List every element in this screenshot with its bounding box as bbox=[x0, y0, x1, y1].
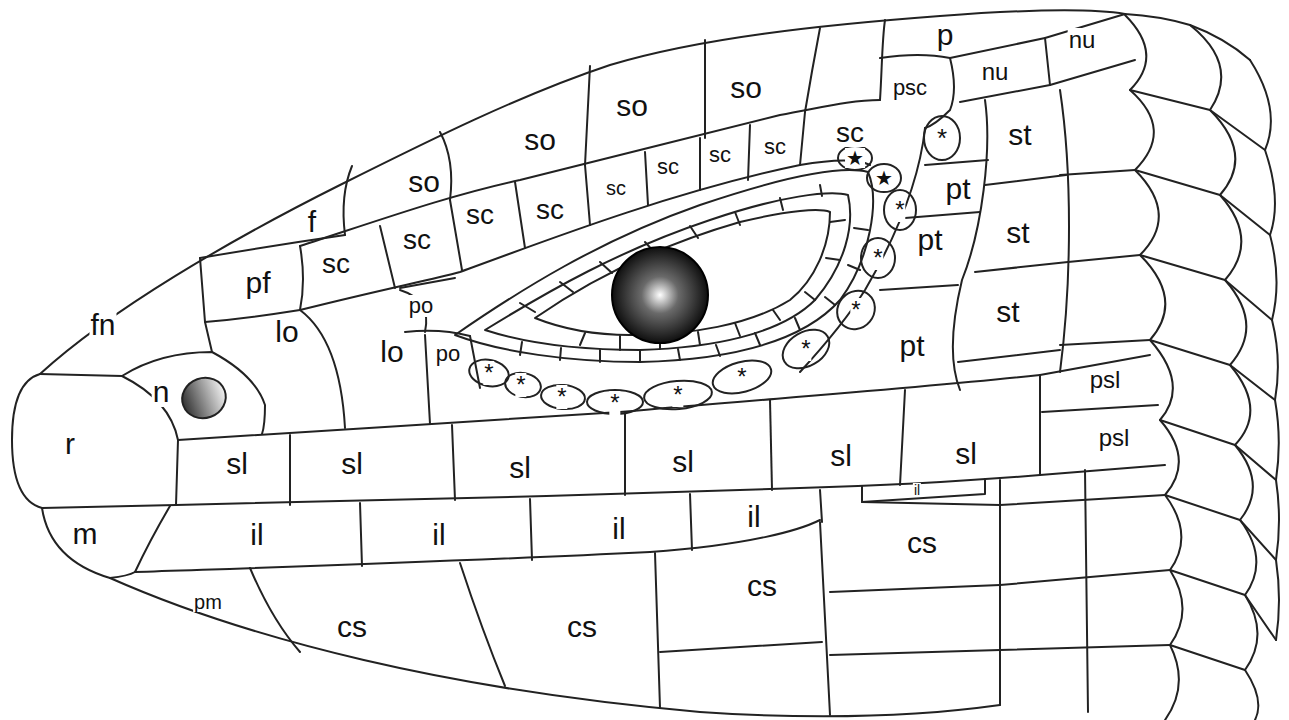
scale-label: sc bbox=[535, 196, 565, 224]
scale-label: so bbox=[407, 167, 441, 197]
scale-label: st bbox=[1005, 218, 1030, 248]
scale-label: cs bbox=[336, 612, 368, 642]
scale-label: il bbox=[913, 483, 921, 497]
scale-label: so bbox=[523, 125, 557, 155]
scale-label: il bbox=[249, 520, 264, 550]
scale-label: so bbox=[729, 73, 763, 103]
scale-label: * bbox=[872, 246, 883, 270]
scale-label: * bbox=[609, 391, 620, 415]
scale-label: sl bbox=[671, 447, 695, 477]
scale-label: fn bbox=[89, 310, 116, 340]
scale-label: * bbox=[936, 125, 948, 151]
scale-label: pt bbox=[898, 331, 925, 361]
scale-label: il bbox=[431, 520, 446, 550]
scale-label: * bbox=[556, 385, 567, 409]
scale-label: cs bbox=[746, 571, 778, 601]
scale-label: sl bbox=[508, 453, 532, 483]
scale-label: * bbox=[850, 298, 861, 322]
scale-label: psl bbox=[1089, 368, 1122, 392]
scale-label: lo bbox=[274, 317, 299, 347]
scale-label: cs bbox=[906, 528, 938, 558]
scale-label: po bbox=[435, 343, 461, 365]
scale-label: cs bbox=[566, 612, 598, 642]
scale-label: nu bbox=[981, 60, 1010, 84]
scale-label: il bbox=[611, 514, 626, 544]
scale-label: * bbox=[515, 373, 526, 397]
scale-label: n bbox=[152, 377, 171, 407]
scale-label: f bbox=[307, 207, 317, 237]
scale-label: sl bbox=[340, 449, 364, 479]
scale-label: sc bbox=[605, 178, 627, 198]
scale-label: sl bbox=[829, 441, 853, 471]
scale-label: psl bbox=[1098, 426, 1131, 450]
scale-label: sc bbox=[465, 201, 495, 229]
scale-label: pf bbox=[244, 268, 271, 298]
scale-label: pt bbox=[944, 174, 971, 204]
scale-label: * bbox=[894, 198, 905, 222]
scale-label: r bbox=[64, 429, 76, 459]
scale-label: sc bbox=[402, 226, 432, 254]
scale-label: sc bbox=[321, 250, 351, 278]
scale-label: lo bbox=[379, 337, 404, 367]
scale-label: so bbox=[615, 91, 649, 121]
scale-label: sl bbox=[954, 439, 978, 469]
scale-label: sc bbox=[708, 144, 732, 166]
scale-label: sc bbox=[763, 136, 787, 158]
scale-label: ★ bbox=[874, 168, 894, 188]
scale-label: nu bbox=[1068, 28, 1097, 52]
scale-label: sc bbox=[656, 156, 680, 178]
scale-label: ★ bbox=[845, 148, 865, 168]
scale-label: st bbox=[995, 297, 1020, 327]
scale-label: il bbox=[746, 502, 761, 532]
scale-label: m bbox=[72, 519, 99, 549]
scale-label: * bbox=[800, 337, 811, 361]
scale-label: st bbox=[1007, 120, 1032, 150]
scale-label: pt bbox=[916, 225, 943, 255]
scale-label: p bbox=[936, 20, 955, 50]
scale-label: * bbox=[483, 361, 494, 385]
scale-label: * bbox=[736, 365, 747, 389]
scale-label: psc bbox=[892, 77, 928, 99]
scale-label: po bbox=[408, 295, 434, 317]
scale-label: pm bbox=[193, 592, 223, 612]
scale-label: * bbox=[672, 383, 683, 407]
scale-label: sl bbox=[225, 449, 249, 479]
scale-label: sc bbox=[835, 119, 865, 147]
